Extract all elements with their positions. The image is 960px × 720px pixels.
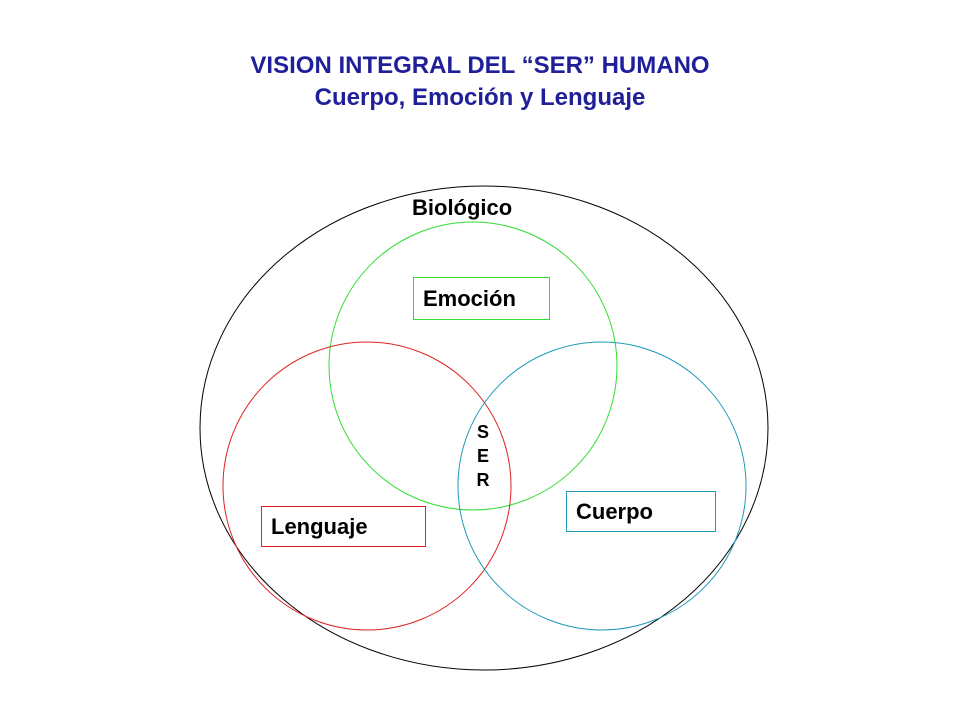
lenguaje-box: Lenguaje [261,506,426,547]
title-block: VISION INTEGRAL DEL “SER” HUMANO Cuerpo,… [0,50,960,114]
lenguaje-label: Lenguaje [271,513,368,539]
emocion-label: Emoción [423,285,516,311]
biologico-label: Biológico [412,195,513,220]
emocion-box: Emoción [413,277,550,320]
cuerpo-box: Cuerpo [566,491,716,532]
cuerpo-label: Cuerpo [576,498,653,524]
page-subtitle: Cuerpo, Emoción y Lenguaje [314,84,646,111]
biologico-circle [199,185,769,671]
ser-center-label: S E R [473,420,493,492]
ser-letter-e: E [476,446,489,466]
lenguaje-circle [222,341,512,631]
emocion-circle [328,221,618,511]
cuerpo-circle [457,341,747,631]
page-title: VISION INTEGRAL DEL “SER” HUMANO [250,52,710,79]
ser-letter-r: R [476,470,490,490]
ser-letter-s: S [476,422,489,442]
